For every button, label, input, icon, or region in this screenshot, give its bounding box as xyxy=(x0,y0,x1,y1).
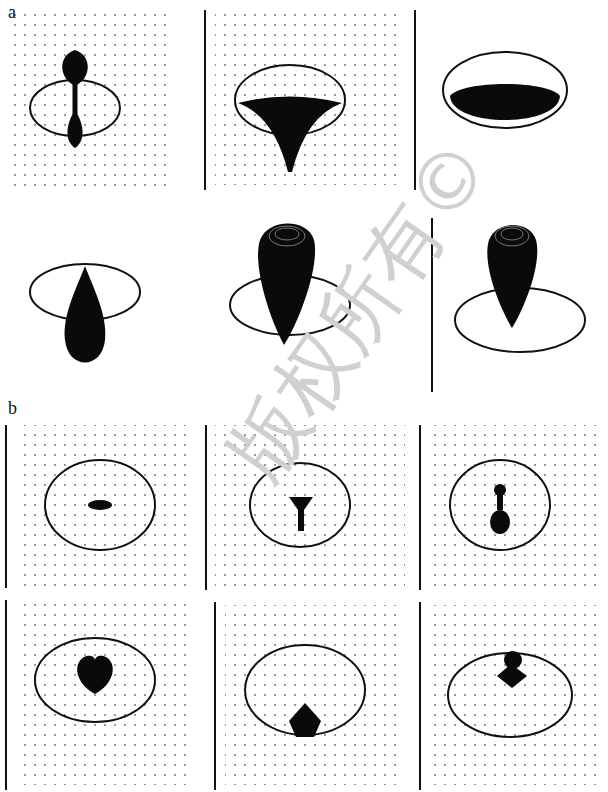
panel-separators xyxy=(6,10,432,790)
membrane-ellipses xyxy=(30,52,585,737)
panel-letter: b xyxy=(8,398,17,419)
dot-grids xyxy=(8,8,600,785)
panel-letter: a xyxy=(8,2,16,23)
drop-shapes xyxy=(62,50,560,737)
